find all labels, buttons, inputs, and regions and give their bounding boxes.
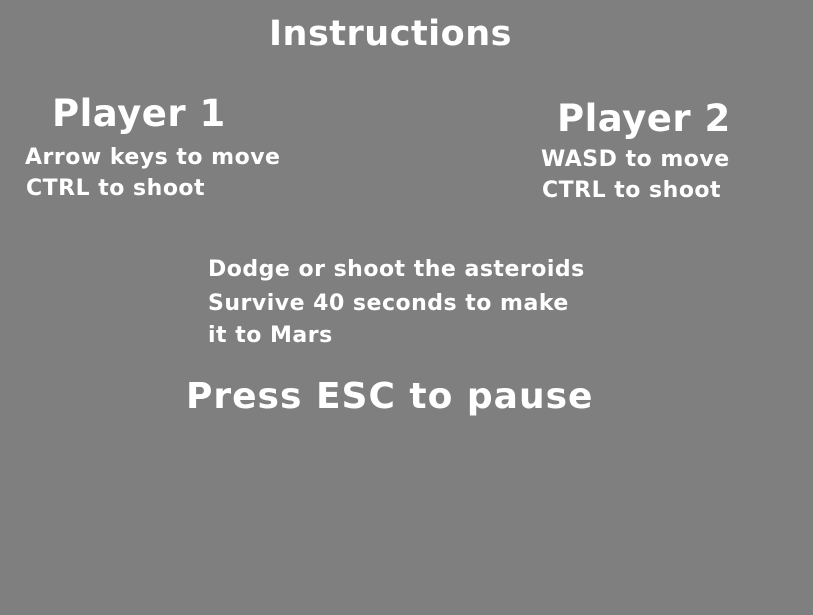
objective-line-mars: it to Mars: [208, 323, 333, 348]
player-2-heading: Player 2: [557, 97, 731, 140]
objective-line-dodge: Dodge or shoot the asteroids: [208, 257, 585, 282]
player-2-move-instruction: WASD to move: [541, 147, 730, 172]
pause-hint: Press ESC to pause: [186, 376, 594, 417]
player-1-heading: Player 1: [52, 92, 226, 135]
player-2-shoot-instruction: CTRL to shoot: [542, 178, 722, 203]
instructions-title: Instructions: [269, 14, 512, 54]
player-1-shoot-instruction: CTRL to shoot: [26, 176, 206, 201]
player-1-move-instruction: Arrow keys to move: [25, 145, 281, 170]
objective-line-survive: Survive 40 seconds to make: [208, 291, 569, 316]
